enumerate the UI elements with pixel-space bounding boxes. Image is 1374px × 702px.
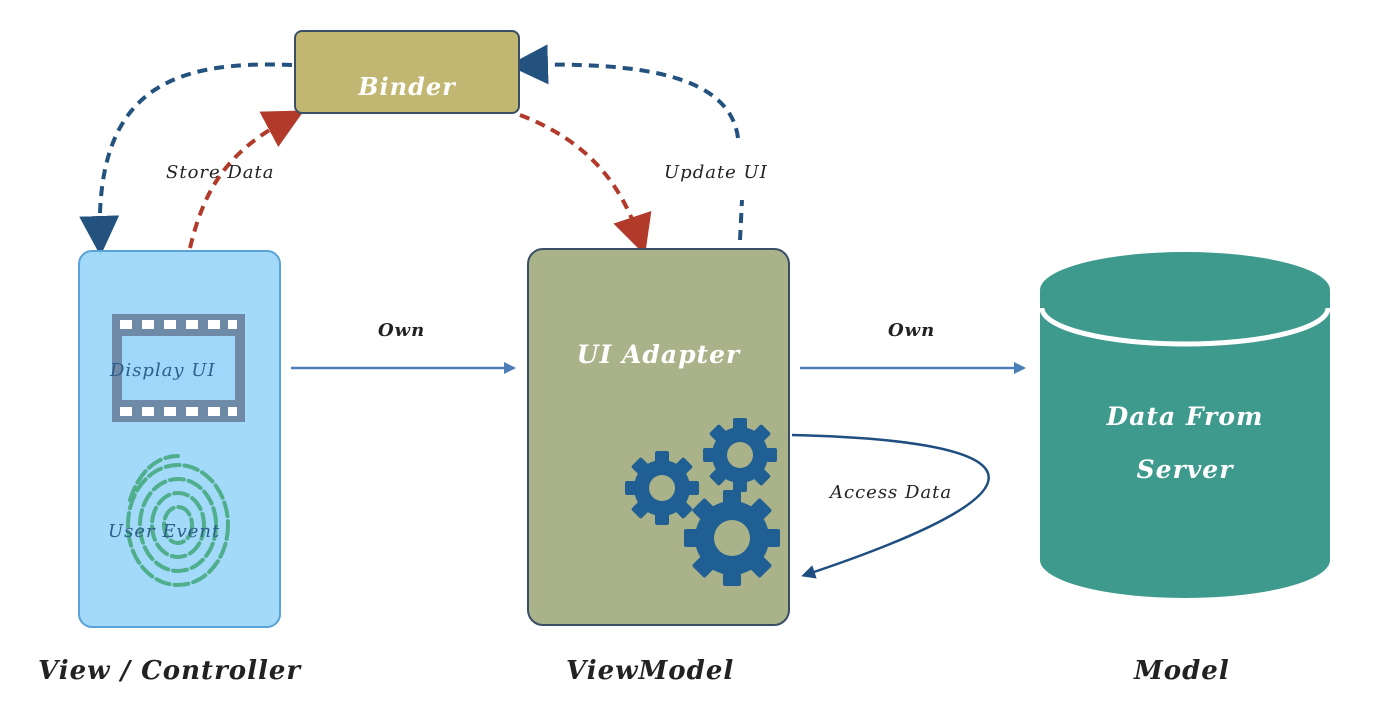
- model-label-line2: Server: [1136, 455, 1234, 484]
- access-data-label: Access Data: [830, 482, 953, 503]
- binder-node: [294, 30, 520, 114]
- model-label-line1: Data From: [1106, 402, 1264, 431]
- ui-adapter-label: UI Adapter: [576, 340, 741, 369]
- view-node: [78, 250, 281, 628]
- edge-access-data: [791, 433, 990, 579]
- display-ui-label: Display UI: [110, 360, 216, 381]
- viewmodel-node: [527, 248, 790, 626]
- model-cylinder: [1039, 252, 1331, 598]
- user-event-label: User Event: [108, 521, 221, 542]
- viewmodel-caption: ViewModel: [566, 656, 735, 686]
- edge-view-to-binder: [188, 110, 305, 249]
- view-caption: View / Controller: [38, 656, 302, 686]
- model-caption: Model: [1134, 656, 1230, 686]
- edge-binder-to-view: [79, 62, 293, 256]
- own-label-right: Own: [888, 320, 936, 341]
- edge-binder-to-viewmodel: [519, 113, 652, 256]
- edge-viewmodel-to-binder: [524, 65, 744, 241]
- own-label-left: Own: [378, 320, 426, 341]
- store-data-label: Store Data: [166, 162, 275, 183]
- binder-label: Binder: [358, 72, 456, 101]
- update-ui-label: Update UI: [664, 162, 768, 183]
